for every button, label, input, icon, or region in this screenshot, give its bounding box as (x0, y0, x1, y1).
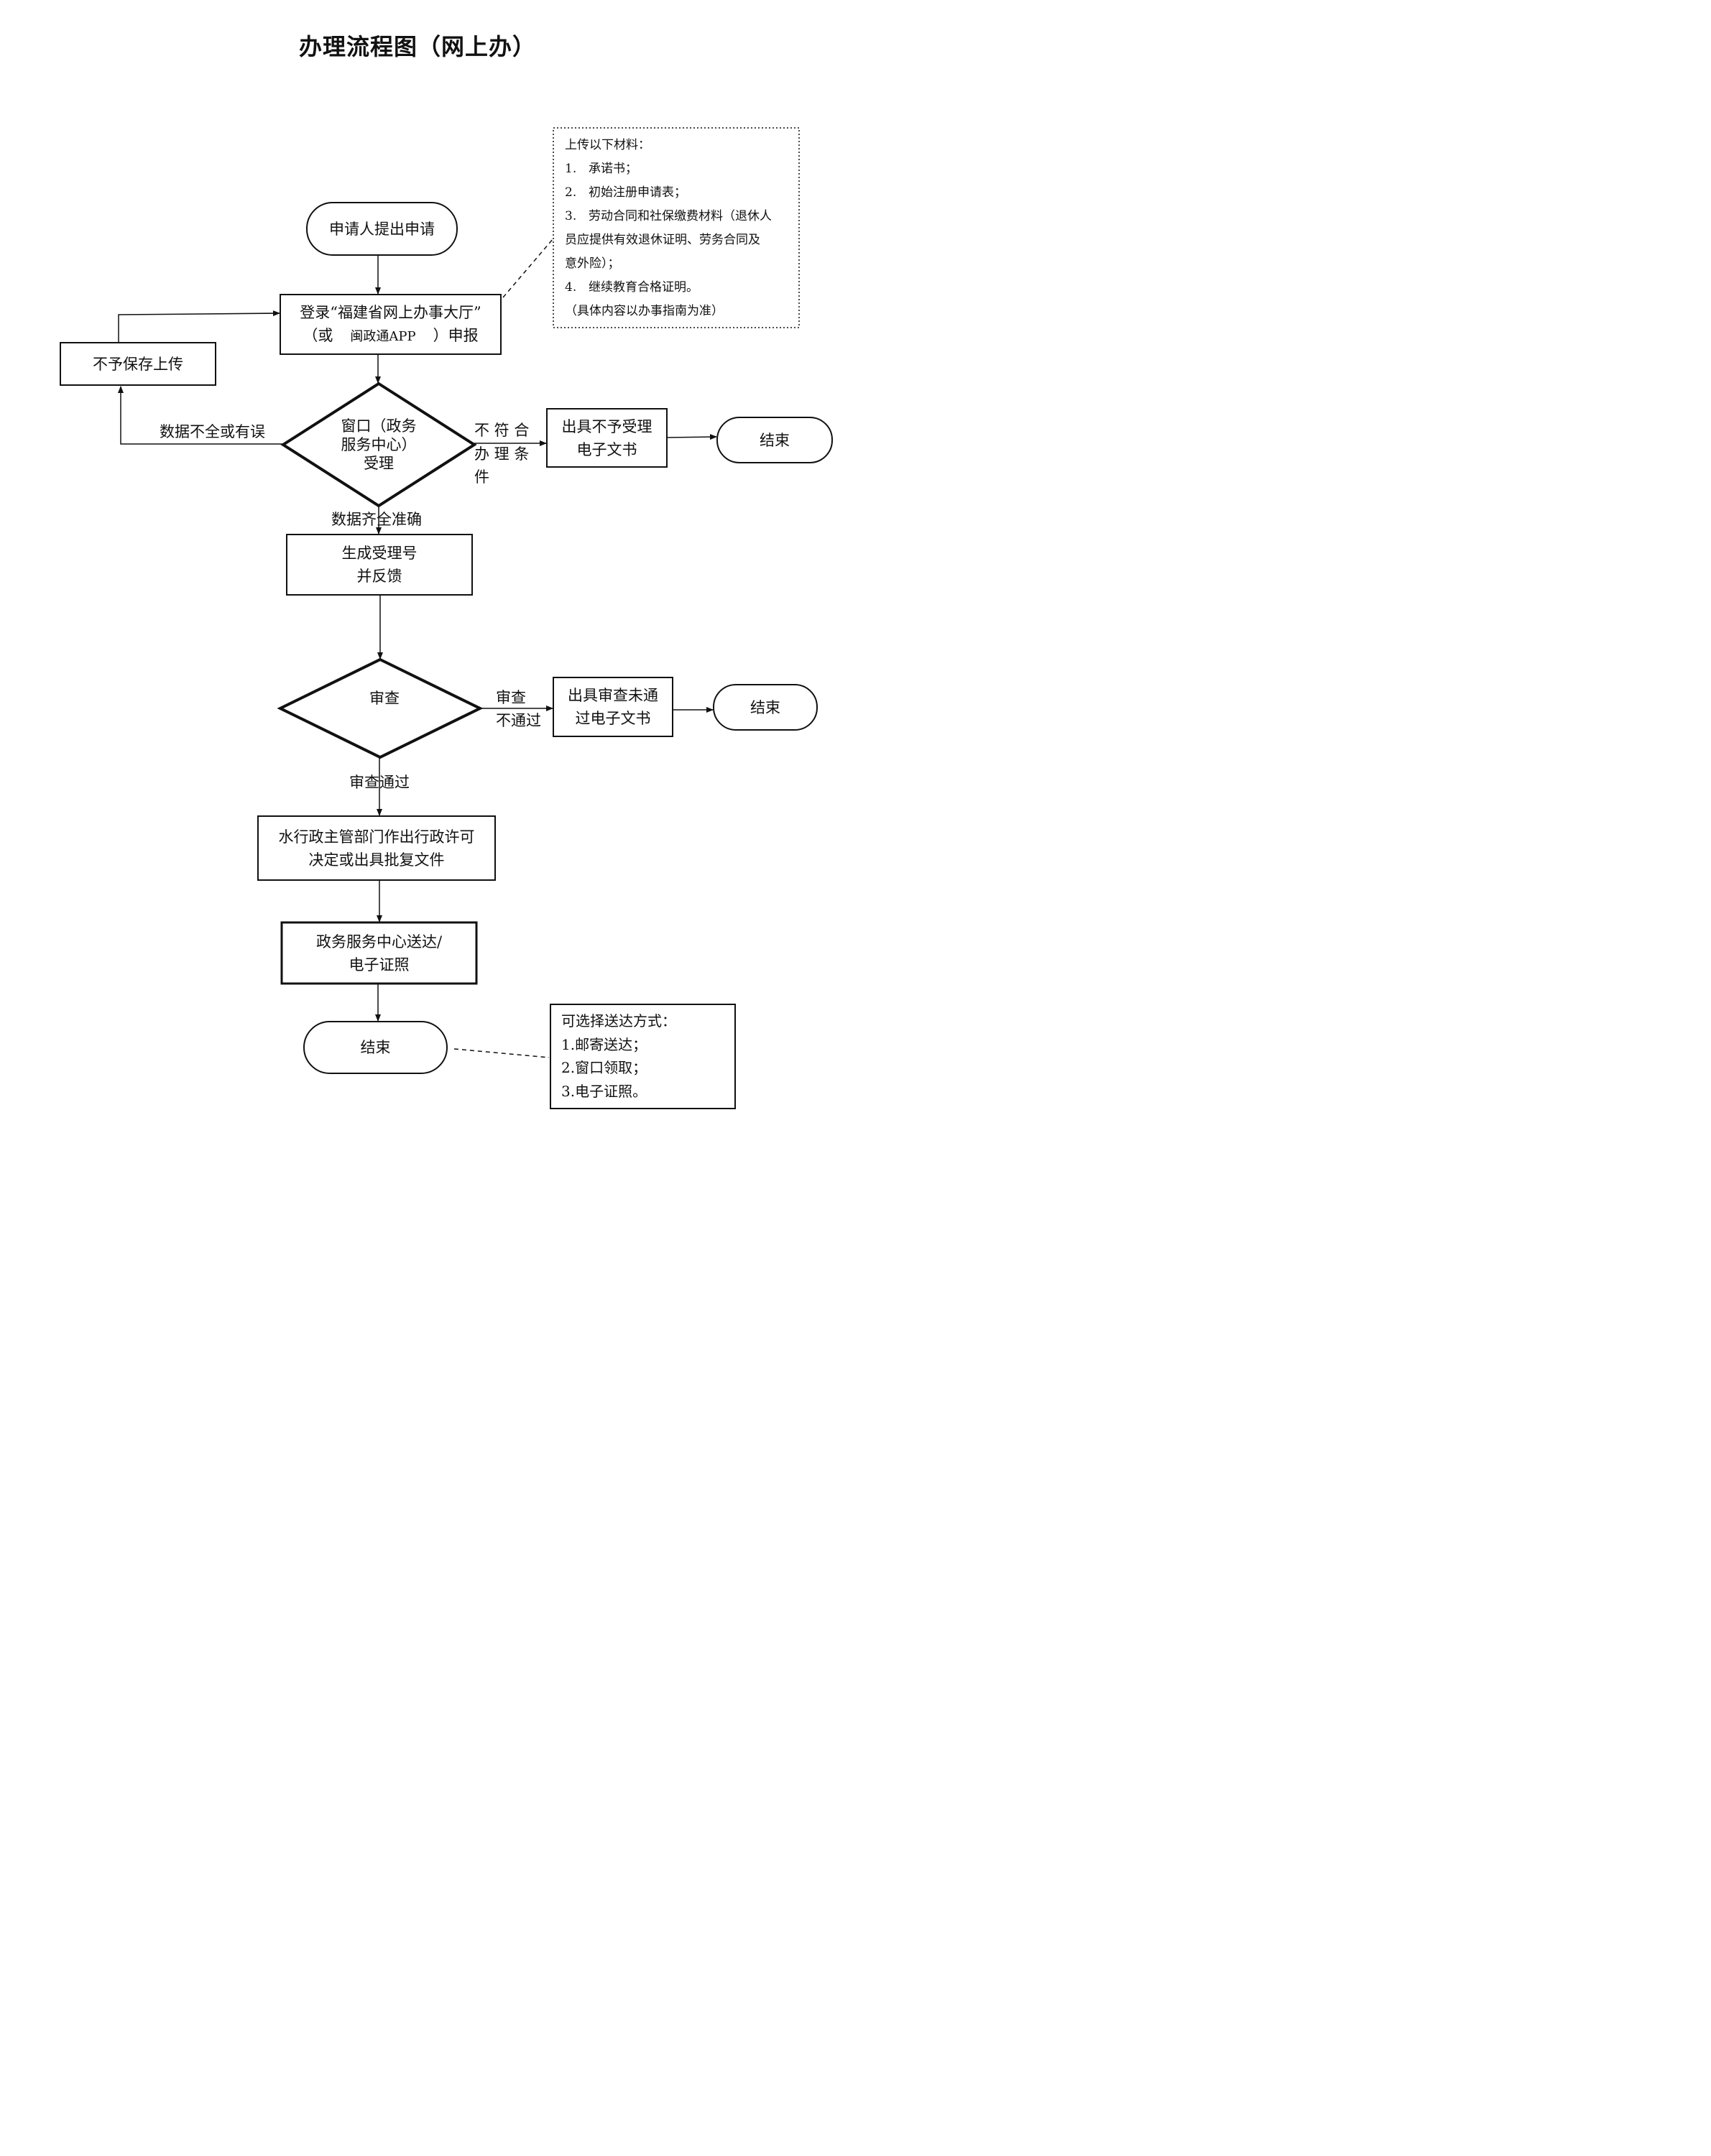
decision-label-line2: 决定或出具批复文件 (308, 851, 445, 869)
edge-label-not-meet-2: 办 理 条 (474, 445, 530, 463)
review-node: 审查 (338, 685, 431, 711)
decision-label-line1: 水行政主管部门作出行政许可 (278, 828, 475, 846)
edge-label-incomplete: 数据不全或有误 (160, 423, 265, 440)
materials-item-text: 继续教育合格证明。 (589, 280, 698, 295)
materials-item: 1. 承诺书； (565, 157, 772, 181)
end1-label: 结束 (760, 431, 790, 449)
materials-item-num: 2. (565, 185, 577, 200)
login-box-shape (280, 294, 502, 355)
materials-item-text: 承诺书； (589, 162, 637, 176)
window-node: 窗口（政务 服务中心） 受理 (316, 412, 441, 477)
review-diamond-shape (277, 657, 484, 759)
end3-terminal-shape (303, 1021, 448, 1074)
number-node: 生成受理号 并反馈 (287, 535, 472, 595)
start-label: 申请人提出申请 (329, 220, 435, 238)
review-fail-label-line1: 出具审查未通 (568, 687, 658, 704)
materials-item-num: 3. (565, 209, 577, 223)
number-label-line1: 生成受理号 (341, 545, 418, 562)
end1-node: 结束 (717, 417, 832, 463)
review-fail-box-shape (553, 677, 673, 737)
delivery-item: 1.邮寄送达； (561, 1035, 647, 1053)
edge-label-review-pass: 审查通过 (349, 774, 410, 791)
edge-label-review-not-pass-2: 不通过 (496, 712, 541, 729)
deliver-box-shape (280, 921, 478, 985)
edge-label-complete: 数据齐全准确 (331, 511, 422, 528)
materials-item-text: 劳动合同和社保缴费材料（退休人 (589, 209, 772, 223)
delivery-item: 3.电子证照。 (561, 1082, 647, 1100)
no-save-box-shape (60, 342, 216, 386)
end1-terminal-shape (716, 417, 833, 463)
page-title: 办理流程图（网上办） (299, 33, 537, 60)
materials-item: 3. 劳动合同和社保缴费材料（退休人 (565, 205, 772, 228)
materials-note: 上传以下材料： 1. 承诺书； 2. 初始注册申请表； 3. 劳动合同和社保缴费材料（… (565, 134, 772, 323)
edge-label-review-not-pass-1: 审查 (496, 689, 526, 706)
deliver-node: 政务服务中心送达/ 电子证照 (282, 922, 476, 984)
login-label-line2: （或 闽政通APP ）申报 (303, 324, 478, 348)
review-fail-label-line2: 过电子文书 (575, 710, 651, 727)
flowchart-canvas (60, 127, 833, 1109)
materials-item-num: 1. (565, 162, 577, 176)
deliver-label-line2: 电子证照 (349, 956, 410, 973)
login-app-name: 闽政通APP (350, 328, 416, 344)
decision-box-shape (257, 815, 496, 881)
no-save-label: 不予保存上传 (93, 355, 183, 373)
end2-label: 结束 (750, 698, 780, 716)
review-label: 审查 (369, 690, 400, 707)
edge-label-not-meet-1: 不 符 合 (474, 422, 530, 439)
materials-heading: 上传以下材料： (565, 138, 650, 152)
delivery-item: 2.窗口领取； (561, 1059, 647, 1076)
end2-node: 结束 (714, 685, 817, 730)
end3-node: 结束 (304, 1022, 447, 1073)
reject-label-line2: 电子文书 (576, 440, 637, 458)
number-label-line2: 并反馈 (356, 568, 402, 585)
materials-item-continued: 意外险）； (565, 256, 620, 271)
end2-terminal-shape (713, 684, 818, 731)
materials-item: 2. 初始注册申请表； (565, 181, 772, 205)
reject-box-shape (546, 408, 668, 468)
number-box-shape (286, 534, 473, 596)
window-label-line3: 受理 (364, 455, 394, 472)
materials-item-text: 初始注册申请表； (589, 185, 686, 200)
delivery-heading: 可选择送达方式： (561, 1012, 676, 1030)
dashed-link-materials (502, 238, 554, 298)
login-node: 登录“福建省网上办事大厅” （或 闽政通APP ）申报 (280, 295, 501, 354)
review-fail-node: 出具审查未通 过电子文书 (553, 677, 673, 736)
start-node: 申请人提出申请 (307, 203, 457, 255)
dashed-link-delivery (453, 1048, 550, 1058)
delivery-note: 可选择送达方式： 1.邮寄送达； 2.窗口领取； 3.电子证照。 (561, 1009, 676, 1103)
login-label-line1: 登录“福建省网上办事大厅” (300, 303, 481, 321)
no-save-node: 不予保存上传 (60, 343, 216, 385)
delivery-note-shape (550, 1004, 736, 1109)
materials-footer: （具体内容以办事指南为准） (565, 304, 724, 318)
reject-node: 出具不予受理 电子文书 (547, 409, 667, 467)
materials-item: 4. 继续教育合格证明。 (565, 276, 772, 300)
start-terminal-shape (306, 202, 458, 256)
window-label-line1: 窗口（政务 (341, 417, 417, 435)
arrow-window-to-no-save (118, 386, 282, 445)
reject-label-line1: 出具不予受理 (561, 417, 652, 435)
window-label-line2: 服务中心） (341, 436, 417, 453)
login-label-close: ）申报 (433, 326, 479, 344)
materials-note-shape (553, 127, 800, 328)
login-label-open: （或 (303, 326, 333, 344)
materials-item-num: 4. (565, 280, 577, 295)
edge-label-not-meet-3: 件 (474, 468, 489, 486)
end3-label: 结束 (360, 1039, 391, 1056)
arrow-no-save-to-login (118, 310, 280, 343)
deliver-label-line1: 政务服务中心送达/ (315, 933, 443, 950)
arrow-reject-to-end1 (667, 434, 717, 440)
decision-node: 水行政主管部门作出行政许可 决定或出具批复文件 (258, 816, 495, 880)
materials-item-continued: 员应提供有效退休证明、劳务合同及 (565, 233, 760, 247)
